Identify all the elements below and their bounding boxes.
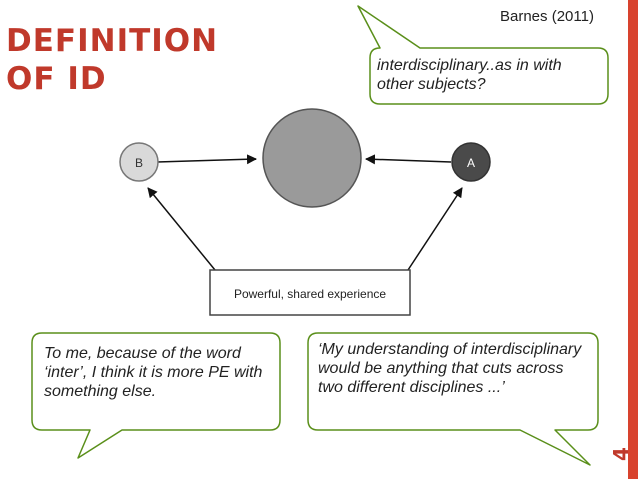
node-center bbox=[262, 108, 362, 208]
node-b-label: B bbox=[135, 156, 143, 170]
node-a bbox=[451, 142, 491, 182]
bubble-text-top-right: interdisciplinary..as in with other subj… bbox=[377, 57, 562, 93]
shared-experience-box bbox=[209, 269, 411, 316]
node-b bbox=[119, 142, 159, 182]
slide-title: DEFINITION OF ID bbox=[6, 22, 246, 98]
arrow-box-to-b bbox=[147, 187, 216, 271]
slide-title-line2: OF ID bbox=[6, 61, 107, 97]
slide-number: 4 bbox=[608, 447, 633, 461]
speech-bubble-bottom-right bbox=[307, 332, 599, 466]
arrow-b-to-center bbox=[156, 154, 257, 165]
shared-experience-label: Powerful, shared experience bbox=[234, 287, 386, 301]
citation-label: Barnes (2011) bbox=[500, 8, 594, 25]
arrow-a-to-center bbox=[365, 154, 452, 165]
bubble-text-bottom-left: To me, because of the word ‘inter’, I th… bbox=[44, 345, 263, 400]
speech-bubble-bottom-left bbox=[31, 332, 281, 459]
slide-title-line1: DEFINITION bbox=[6, 23, 219, 59]
bubble-text-bottom-right: ‘My understanding of interdisciplinary w… bbox=[318, 341, 582, 396]
speech-bubble-top-right bbox=[357, 5, 609, 105]
node-a-label: A bbox=[467, 156, 475, 170]
slide-accent-bar bbox=[628, 0, 638, 479]
arrow-box-to-a bbox=[407, 187, 463, 271]
